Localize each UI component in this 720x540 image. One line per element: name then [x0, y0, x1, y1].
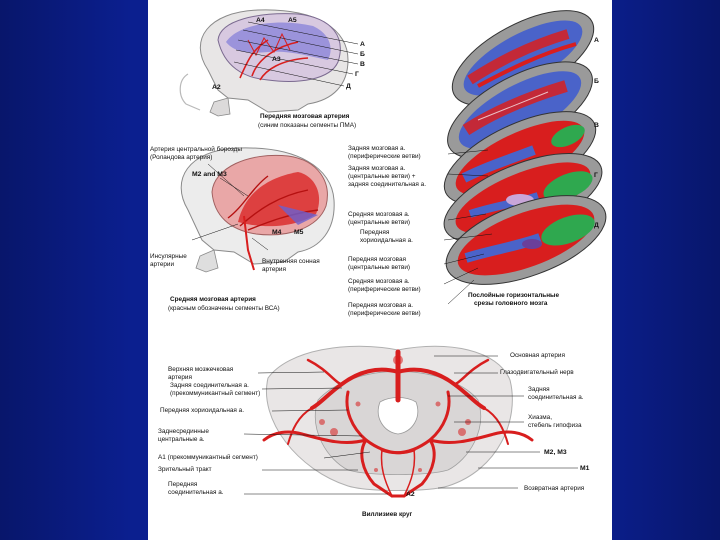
level-tag-b: Б	[360, 51, 365, 58]
slice-label-mca-peripheral-1: Средняя мозговая а.	[348, 278, 410, 285]
segment-tag-a3: A3	[272, 56, 281, 63]
level-tag-a: А	[360, 41, 365, 48]
willis-label-pcomm-r2: соединительная а.	[528, 394, 584, 401]
willis-label-posteromedial-2: центральные а.	[158, 436, 205, 443]
head-profile-top	[179, 9, 349, 117]
slice-label-mca-central-2: (центральные ветви)	[348, 219, 411, 226]
willis-label-chiasm-2: стебель гипофиза	[528, 422, 582, 429]
willis-label-sca-2: артерия	[168, 374, 192, 381]
slice-label-achor-1: Передняя	[360, 229, 390, 236]
slice-label-aca-central-2: (центральные ветви)	[348, 264, 411, 271]
willis-label-m2m3: M2, M3	[544, 449, 567, 456]
slice-label-mca-central-1: Средняя мозговая а.	[348, 211, 410, 218]
slice-tag-c: В	[594, 122, 599, 129]
head-profile-middle	[180, 147, 335, 273]
willis-label-pcomm-1: Задняя соединительная а.	[170, 382, 249, 389]
label-ica-2: артерия	[262, 266, 286, 273]
willis-label-basilar: Основная артерия	[510, 352, 565, 359]
label-insular-2: артерии	[150, 261, 175, 268]
label-m4: M4	[272, 229, 282, 236]
brain-slices-stack	[443, 10, 607, 285]
label-m5: M5	[294, 229, 304, 236]
pointer-lines-willis	[243, 355, 578, 495]
mca-caption-sub: (красным обозначены сегменты ВСА)	[168, 305, 280, 312]
slice-e	[445, 195, 607, 285]
label-ica-1: Внутренняя сонная	[262, 258, 320, 265]
slice-tag-b: Б	[594, 78, 599, 85]
pointer-lines-top	[233, 21, 359, 87]
segment-tag-a2: A2	[212, 84, 221, 91]
willis-label-posteromedial-1: Заднесрединные	[158, 428, 209, 435]
willis-label-m1: M1	[580, 465, 590, 472]
slice-tag-a: А	[594, 37, 599, 44]
willis-label-sca-1: Верхняя мозжечковая	[168, 366, 234, 373]
slice-label-pca-central-2: (центральные ветви) +	[348, 173, 416, 180]
pointer-lines-slices	[443, 149, 493, 305]
aca-caption-sub: (синим показаны сегменты ПМА)	[258, 122, 357, 129]
slice-tag-d: Г	[594, 172, 598, 179]
level-tag-d: Г	[355, 71, 359, 78]
anatomy-illustration	[179, 9, 607, 498]
willis-label-achor: Передняя хориоидальная а.	[160, 407, 244, 414]
slice-label-mca-peripheral-2: (периферические ветви)	[348, 286, 421, 293]
slices-caption-1: Послойные горизонтальные	[468, 292, 560, 299]
willis-label-acomm-2: соединительная а.	[168, 489, 224, 496]
figure-panel: A4 A5 A3 A2 А Б В Г Д Передняя мозговая …	[148, 0, 612, 540]
willis-label-recurrent: Возвратная артерия	[524, 485, 585, 492]
slice-label-pca-peripheral-1: Задняя мозговая а.	[348, 145, 406, 152]
slice-label-aca-peripheral-1: Передняя мозговая а.	[348, 302, 414, 309]
slice-label-pca-peripheral-2: (периферические ветви)	[348, 153, 421, 160]
willis-label-optic-tract: Зрительный тракт	[158, 466, 212, 473]
segment-tag-a4: A4	[256, 17, 265, 24]
willis-label-a1: A1 (прекоммуникантный сегмент)	[158, 454, 258, 461]
willis-label-chiasm-1: Хиазма,	[528, 414, 552, 421]
circle-of-willis	[262, 345, 534, 498]
willis-label-pcomm-2: (прекоммуникантный сегмент)	[170, 390, 261, 397]
label-m2m3: M2 and M3	[192, 171, 227, 178]
label-rolando-2: (Роландова артерия)	[150, 154, 213, 161]
slice-label-aca-peripheral-2: (периферические ветви)	[348, 310, 421, 317]
level-tag-e: Д	[346, 83, 351, 90]
mca-caption-title: Средняя мозговая артерия	[170, 296, 256, 303]
willis-tag-a2: A2	[406, 491, 415, 498]
willis-caption: Виллизиев круг	[362, 511, 413, 518]
pointer-lines-middle	[191, 163, 269, 251]
slice-tag-e: Д	[594, 222, 599, 229]
slice-label-pca-central-1: Задняя мозговая а.	[348, 165, 406, 172]
slice-b	[447, 61, 593, 159]
slice-label-aca-central-1: Передняя мозговая	[348, 256, 406, 263]
level-tag-c: В	[360, 61, 365, 68]
segment-tag-a5: A5	[288, 17, 297, 24]
aca-caption-title: Передняя мозговая артерия	[260, 113, 350, 120]
slice-label-pcomm: задняя соединительная а.	[348, 181, 426, 188]
willis-label-oculomotor: Глазодвигательный нерв	[500, 369, 574, 376]
slices-caption-2: срезы головного мозга	[474, 300, 548, 307]
willis-label-pcomm-r1: Задняя	[528, 386, 550, 393]
label-insular-1: Инсулярные	[150, 253, 187, 260]
slice-label-achor-2: хориоидальная а.	[360, 237, 413, 244]
label-rolando-1: Артерия центральной борозды	[150, 146, 243, 153]
slice-a	[451, 10, 595, 106]
willis-label-acomm-1: Передняя	[168, 481, 198, 488]
